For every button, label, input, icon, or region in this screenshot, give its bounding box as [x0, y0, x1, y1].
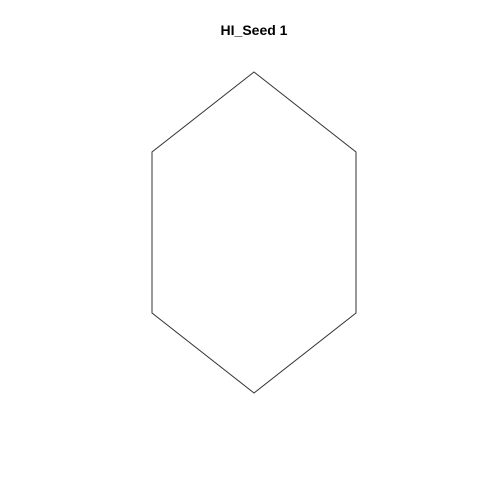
hexagon-shape — [151, 71, 357, 394]
plot-title: HI_Seed 1 — [220, 22, 288, 38]
